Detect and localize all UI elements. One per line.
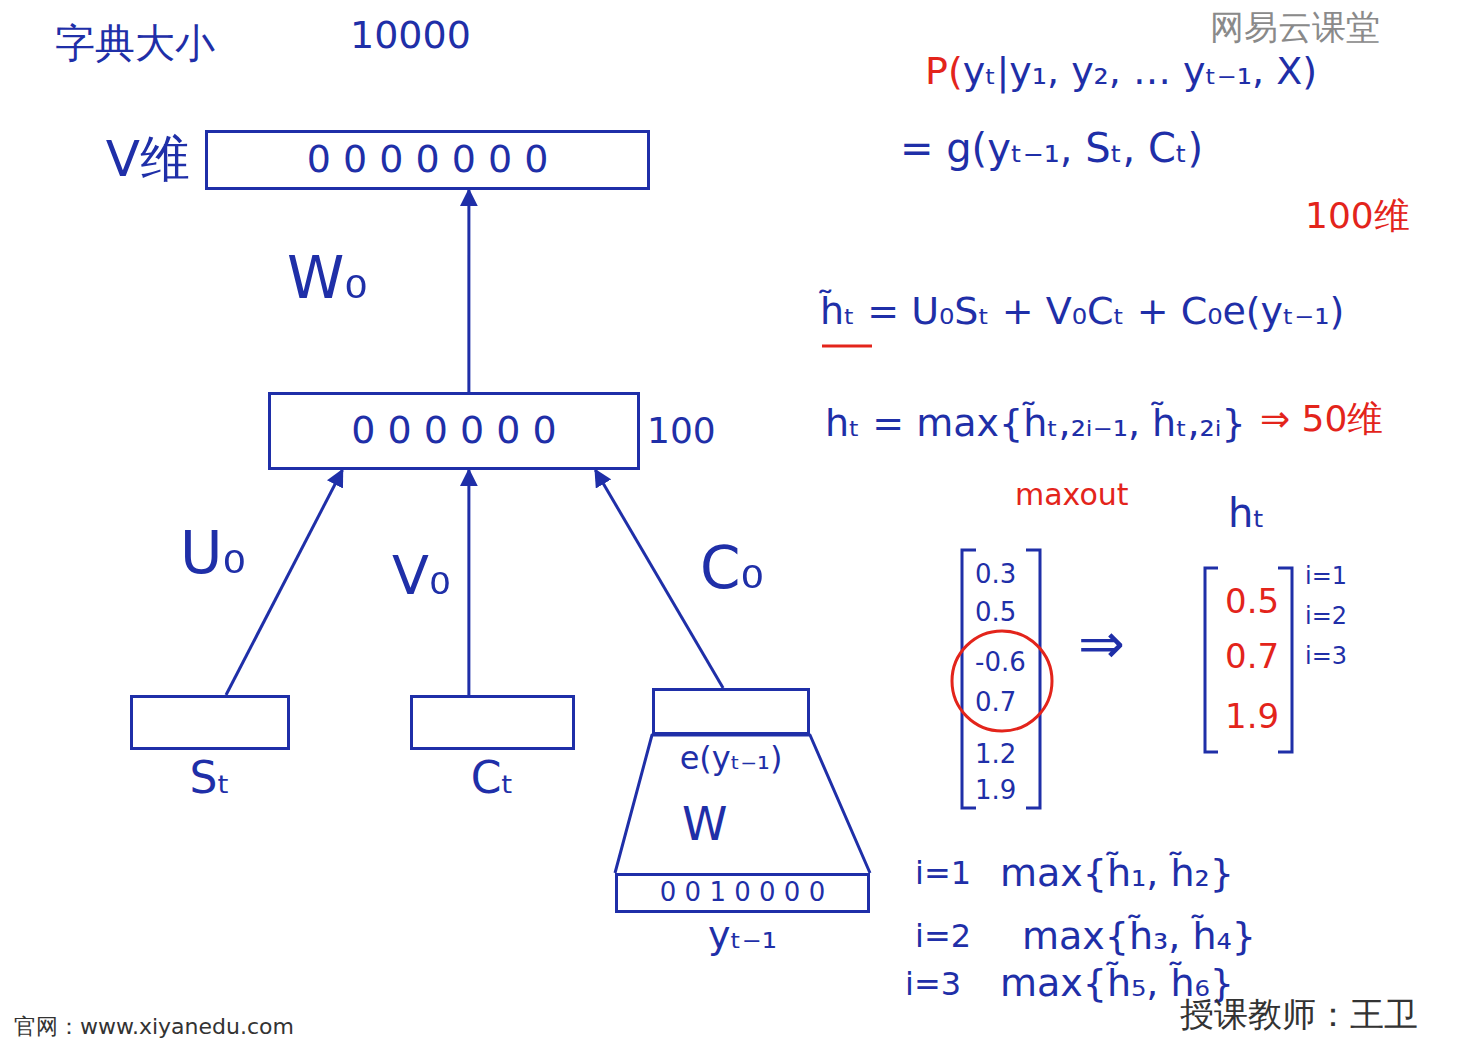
index-note: i=1 (915, 855, 971, 892)
teacher-note: 授课教师：王卫 (1180, 995, 1418, 1034)
formula: = g(yₜ₋₁, Sₜ, Cₜ) (900, 125, 1203, 171)
heading-note: 字典大小 (55, 20, 215, 66)
neuron-row: 0 0 0 0 0 0 (351, 409, 556, 453)
formula: P(yₜ|y₁, y₂, … yₜ₋₁, X) (925, 50, 1317, 94)
layer-label: Cₜ (471, 753, 515, 804)
vector-cell: 0.7 (975, 688, 1016, 718)
weight-label: C₀ (698, 535, 766, 602)
highlight-circle (952, 631, 1052, 731)
layer-label: 100 (647, 410, 716, 451)
layer-label: V维 (106, 131, 190, 189)
vector-cell: -0.6 (975, 648, 1026, 678)
layer-box: V维0 0 0 0 0 0 0 (205, 130, 650, 190)
vector-cell: 0.7 (1225, 637, 1279, 676)
vector-cell: 1.9 (975, 776, 1016, 806)
underline-mark (822, 345, 872, 348)
size-number: 10000 (350, 14, 471, 58)
index-note: i=3 (905, 966, 961, 1003)
formula: max{h̃₃, h̃₄} (1022, 915, 1256, 959)
weight-label: W₀ (285, 245, 370, 312)
vector-bracket (962, 550, 976, 808)
layer-label: yₜ₋₁ (708, 914, 777, 958)
layer-label: e(yₜ₋₁) (680, 740, 783, 777)
layer-box: Sₜ (130, 695, 290, 750)
vector-cell: 1.2 (975, 740, 1016, 770)
vector-cell: 0.5 (975, 598, 1016, 628)
formula: max{h̃₁, h̃₂} (1000, 852, 1234, 896)
method-note: maxout (1015, 478, 1129, 513)
dimension-note: ⇒ 50维 (1260, 398, 1383, 439)
neuron-row: 0 0 1 0 0 0 0 (660, 878, 825, 908)
formula: hₜ = max{h̃ₜ,₂ᵢ₋₁, h̃ₜ,₂ᵢ} (825, 402, 1246, 446)
layer-label: Sₜ (190, 753, 231, 804)
weight-label: V₀ (390, 545, 453, 607)
neuron-row: 0 0 0 0 0 0 0 (307, 138, 549, 182)
index-note: i=2 (915, 918, 971, 955)
watermark: 网易云课堂 (1210, 8, 1380, 47)
weight-label: W (680, 798, 729, 851)
implies-arrow: ⇒ (1078, 612, 1125, 676)
index-note: i=3 (1305, 643, 1347, 671)
layer-box: 0 0 0 0 0 0100 (268, 392, 640, 470)
vector-bracket (1205, 568, 1218, 752)
dimension-note: 100维 (1305, 195, 1410, 236)
formula: h̃ₜ = U₀Sₜ + V₀Cₜ + C₀e(yₜ₋₁) (820, 290, 1344, 334)
layer-box: e(yₜ₋₁) (652, 688, 810, 735)
website-note: 官网：www.xiyanedu.com (14, 1014, 294, 1039)
weight-arrow (467, 470, 470, 695)
layer-box: 0 0 1 0 0 0 0yₜ₋₁ (615, 873, 870, 913)
vector-cell: 1.9 (1225, 697, 1279, 736)
vector-bracket (1026, 550, 1040, 808)
index-note: i=1 (1305, 563, 1347, 591)
embedding-link (615, 735, 870, 873)
weight-label: U₀ (178, 520, 248, 587)
vector-cell: 0.5 (1225, 582, 1279, 621)
vector-cell: 0.3 (975, 560, 1016, 590)
vector-name: hₜ (1228, 490, 1265, 536)
layer-box: Cₜ (410, 695, 575, 750)
index-note: i=2 (1305, 603, 1347, 631)
weight-arrow (467, 190, 470, 392)
vector-bracket (1278, 568, 1292, 752)
